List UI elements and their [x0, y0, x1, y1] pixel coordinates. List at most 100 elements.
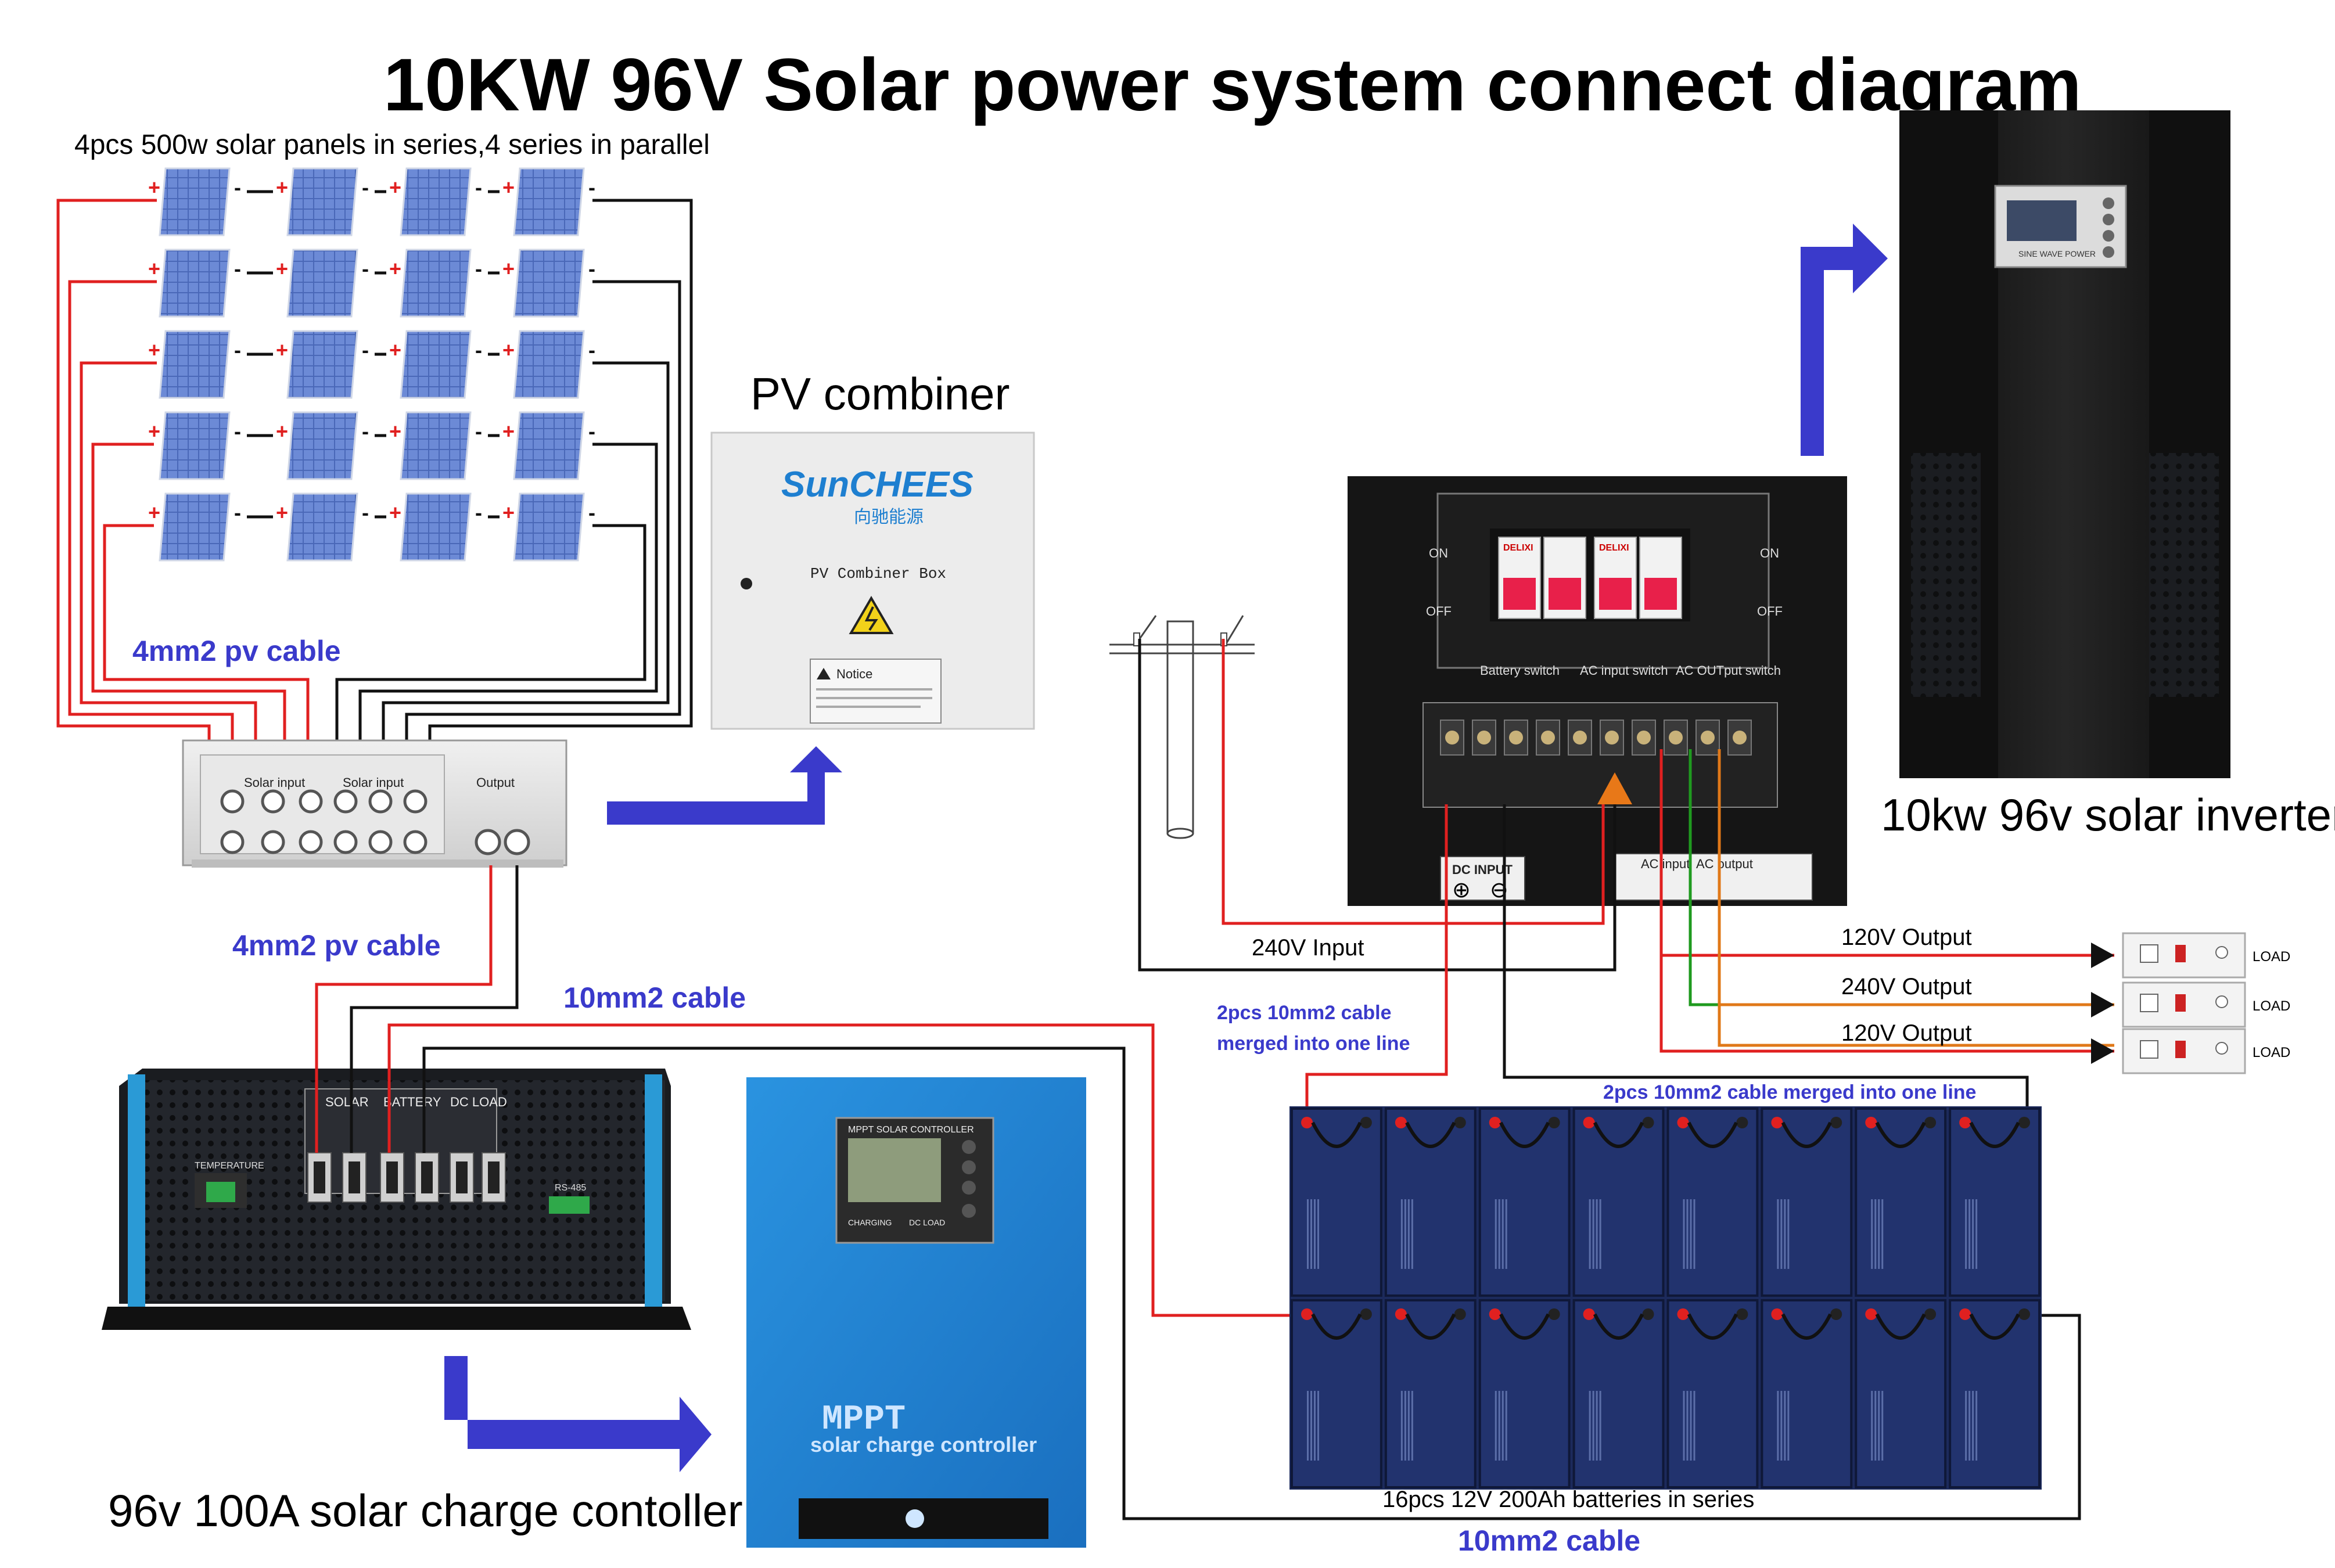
panel-plus-label: + — [389, 419, 401, 443]
solar-panel: +- — [502, 330, 595, 399]
load-label: LOAD — [2253, 998, 2290, 1014]
panel-plus-label: + — [502, 501, 515, 524]
flow-arrows — [444, 224, 1888, 1472]
combiner-terminal — [299, 789, 323, 814]
arrow-head — [2091, 1038, 2114, 1064]
combiner-terminal — [403, 789, 428, 814]
panel-minus-label: - — [362, 419, 369, 443]
combiner-terminal — [261, 789, 285, 814]
panel-minus-label: - — [475, 175, 482, 199]
battery — [1666, 1299, 1759, 1488]
load-label: LOAD — [2253, 1045, 2290, 1060]
combiner-terminal — [368, 789, 393, 814]
ac-output-switch-label: AC OUTput switch — [1676, 663, 1781, 678]
arrow-head — [2091, 943, 2114, 968]
panel-minus-label: - — [588, 338, 595, 362]
controller-battery: BATTERY — [383, 1095, 441, 1109]
breaker-brand: DELIXI — [1599, 543, 1629, 553]
arrow-inverter — [1801, 224, 1888, 456]
panel-plus-label: + — [276, 419, 288, 443]
battery — [1384, 1299, 1477, 1488]
panel-minus-label: - — [362, 338, 369, 362]
solar-inverter-tower: SINE WAVE POWER — [1899, 110, 2230, 778]
cable-10mm2-top-label: 10mm2 cable — [563, 981, 746, 1014]
panel-plus-label: + — [502, 257, 515, 280]
solar-panel: +- — [389, 330, 500, 399]
solar-panel: +- — [276, 330, 386, 399]
pv-cable-label-1: 4mm2 pv cable — [132, 635, 341, 667]
solar-panel: +- — [389, 167, 500, 236]
charge-controller-black: SOLAR BATTERY DC LOAD TEMPERATURE RS-485 — [102, 1069, 691, 1330]
combiner-brand: SunCHEES — [781, 465, 973, 505]
panel-plus-label: + — [148, 419, 160, 443]
battery — [1572, 1299, 1665, 1488]
solar-panel: +- — [276, 167, 386, 236]
panels-caption: 4pcs 500w solar panels in series,4 serie… — [74, 130, 710, 160]
battery — [1572, 1107, 1665, 1297]
pv-cable-label-2: 4mm2 pv cable — [232, 929, 441, 962]
battery-bank — [1289, 1106, 2042, 1490]
combiner-terminal — [333, 830, 358, 854]
battery — [1761, 1299, 1853, 1488]
battery-switch-label: Battery switch — [1480, 663, 1560, 678]
controller-label: 96v 100A solar charge contoller — [108, 1485, 743, 1536]
panel-minus-label: - — [475, 501, 482, 524]
panel-minus-label: - — [475, 419, 482, 443]
panel-minus-label: - — [475, 257, 482, 280]
battery — [1855, 1107, 1947, 1297]
pv-combiner-label: PV combiner — [750, 368, 1010, 419]
mppt-dc-load: DC LOAD — [909, 1218, 945, 1227]
controller-temperature: TEMPERATURE — [195, 1161, 264, 1171]
battery — [1291, 1107, 1382, 1297]
combiner-terminal — [368, 830, 393, 854]
breaker-brand: DELIXI — [1503, 543, 1533, 553]
mppt-big-title: MPPT — [822, 1400, 906, 1440]
battery — [1384, 1107, 1477, 1297]
arrow-combiner — [607, 746, 842, 825]
solar-panel: +- — [148, 330, 273, 399]
controller-solar: SOLAR — [325, 1095, 369, 1109]
panel-off-left: OFF — [1426, 604, 1452, 618]
solar-panel-array: +-+-+-+-+-+-+-+-+-+-+-+-+-+-+-+-+-+-+-+- — [148, 167, 595, 562]
load-label: LOAD — [2253, 949, 2290, 965]
battery — [1761, 1107, 1853, 1297]
warning-icon — [849, 596, 894, 634]
combiner-terminal-solar-input-1: Solar input — [244, 775, 305, 790]
pv-combiner-box: SunCHEES 向驰能源 PV Combiner Box Notice — [710, 431, 1035, 730]
panel-minus-label: - — [234, 338, 241, 362]
solar-panel: +- — [502, 492, 595, 562]
combiner-terminal — [333, 789, 358, 814]
solar-panel: +- — [276, 249, 386, 318]
panel-plus-label: + — [389, 338, 401, 362]
controller-wiring — [315, 804, 2081, 1520]
battery — [1478, 1107, 1571, 1297]
mppt-charging: CHARGING — [848, 1218, 892, 1227]
panel-minus-label: - — [234, 501, 241, 524]
grid-input-label: 240V Input — [1252, 935, 1364, 961]
panel-minus-label: - — [362, 501, 369, 524]
inverter-screen-text: SINE WAVE POWER — [2018, 249, 2096, 258]
panel-plus-label: + — [148, 257, 160, 280]
panel-minus-label: - — [588, 175, 595, 199]
panel-plus-label: + — [148, 175, 160, 199]
merged-cable-right: 2pcs 10mm2 cable merged into one line — [1603, 1081, 1976, 1103]
panel-plus-label: + — [502, 338, 515, 362]
mppt-screen-title: MPPT SOLAR CONTROLLER — [848, 1125, 974, 1135]
page-title: 10KW 96V Solar power system connect diag… — [383, 44, 2082, 127]
dc-plus-icon: ⊕ — [1452, 878, 1471, 902]
utility-pole — [1109, 615, 1255, 839]
battery — [1949, 1299, 2041, 1488]
panel-plus-label: + — [502, 175, 515, 199]
battery — [1949, 1107, 2041, 1297]
battery — [1666, 1107, 1759, 1297]
solar-panel: +- — [502, 411, 595, 480]
mppt-power-icon — [906, 1509, 924, 1528]
combiner-box-text: PV Combiner Box — [810, 565, 946, 582]
solar-panel: +- — [148, 167, 273, 236]
panel-plus-label: + — [502, 419, 515, 443]
panel-plus-label: + — [389, 175, 401, 199]
panel-plus-label: + — [276, 175, 288, 199]
panel-minus-label: - — [475, 338, 482, 362]
